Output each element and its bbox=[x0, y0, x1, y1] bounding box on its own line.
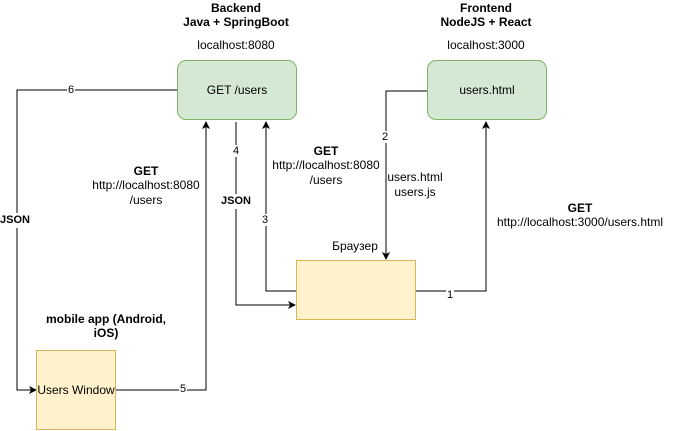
edge-3-number: 3 bbox=[261, 214, 270, 226]
edge-2-connector bbox=[382, 90, 427, 260]
backend-host: localhost:8080 bbox=[197, 38, 275, 52]
frontend-box-label: users.html bbox=[459, 83, 515, 97]
edge-1-number: 1 bbox=[446, 289, 455, 301]
backend-title: Backend bbox=[210, 1, 262, 15]
get-backend-browser-url1: http://localhost:8080 bbox=[272, 158, 380, 172]
get-backend-mobile-title: GET bbox=[133, 164, 159, 178]
get-backend-mobile-url1: http://localhost:8080 bbox=[92, 178, 200, 192]
frontend-subtitle: NodeJS + React bbox=[440, 15, 532, 29]
edge-2-number: 2 bbox=[381, 131, 390, 143]
edge-6-number: 6 bbox=[67, 84, 76, 96]
files-line2: users.js bbox=[394, 185, 436, 200]
get-backend-browser-title: GET bbox=[313, 144, 339, 158]
edge-4-number: 4 bbox=[232, 145, 241, 157]
mobile-title-line2: iOS) bbox=[93, 326, 119, 340]
get-backend-browser-url2: /users bbox=[309, 173, 343, 187]
browser-label: Браузер bbox=[332, 239, 378, 253]
get-frontend-title: GET bbox=[567, 201, 593, 215]
edge-4-connector bbox=[235, 122, 296, 309]
edge-1-connector bbox=[416, 121, 490, 292]
backend-subtitle: Java + SpringBoot bbox=[183, 15, 289, 29]
edge-3-connector bbox=[262, 121, 296, 292]
backend-box[interactable]: GET /users bbox=[177, 60, 297, 120]
get-frontend-url: http://localhost:3000/users.html bbox=[496, 215, 664, 229]
json-browser-label: JSON bbox=[221, 194, 251, 209]
frontend-host: localhost:3000 bbox=[447, 38, 525, 52]
edge-5-connector bbox=[116, 121, 210, 391]
edge-6-connector bbox=[16, 89, 177, 394]
edge-5-number: 5 bbox=[179, 383, 188, 395]
frontend-box[interactable]: users.html bbox=[427, 60, 547, 120]
get-backend-mobile-url2: /users bbox=[129, 193, 163, 207]
json-mobile-label: JSON bbox=[0, 213, 30, 228]
mobile-app-box-label: Users Window bbox=[37, 383, 115, 397]
files-line1: users.html bbox=[387, 170, 443, 185]
mobile-app-box[interactable]: Users Window bbox=[36, 350, 116, 430]
frontend-title: Frontend bbox=[460, 1, 512, 15]
browser-box[interactable] bbox=[296, 260, 416, 320]
mobile-title-line1: mobile app (Android, bbox=[46, 312, 166, 326]
backend-box-label: GET /users bbox=[206, 83, 268, 97]
